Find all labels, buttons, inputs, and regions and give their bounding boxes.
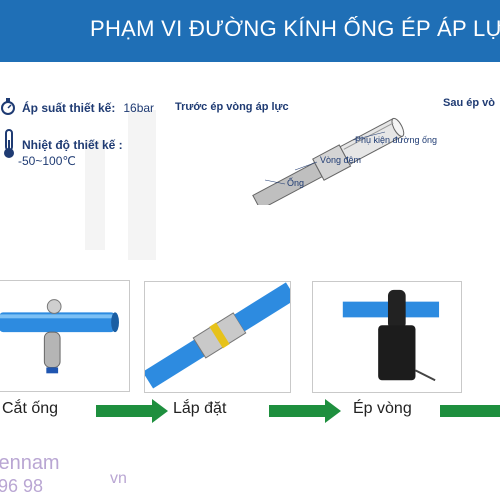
pressure-value: 16bar xyxy=(123,101,155,115)
callout-fitting: Phụ kiện đường ống xyxy=(355,135,437,145)
temperature-value: -50~100℃ xyxy=(18,154,76,168)
faint-background-pipe xyxy=(128,110,156,260)
pressure-label: Áp suất thiết kế: xyxy=(22,101,116,115)
before-crimp-title: Trước ép vòng áp lực xyxy=(175,101,289,113)
watermark-phone: 96 98 xyxy=(0,476,44,496)
thermometer-icon xyxy=(4,129,14,158)
temperature-label: Nhiệt độ thiết kế : xyxy=(22,138,123,152)
callout-pipe: Ống xyxy=(287,178,305,188)
arrow-right-icon xyxy=(96,399,168,423)
installation-photo xyxy=(144,281,291,393)
pressure-gauge-icon xyxy=(1,98,15,115)
pipe-cutting-photo xyxy=(0,280,130,392)
step-install: Lắp đặt xyxy=(173,400,227,417)
arrow-right-icon xyxy=(269,399,341,423)
after-crimp-title: Sau ép vò xyxy=(443,97,495,109)
step-crimp: Ép vòng xyxy=(353,400,412,417)
crimping-photo xyxy=(312,281,462,393)
design-pressure: Áp suất thiết kế: 16bar xyxy=(22,101,154,115)
callout-seal-ring: Vòng đệm xyxy=(320,155,362,165)
arrow-right-icon xyxy=(440,405,500,417)
page-title: PHẠM VI ĐƯỜNG KÍNH ỐNG ÉP ÁP LỰ xyxy=(90,16,500,41)
fitting-diagram xyxy=(252,117,405,205)
step-cut-pipe: Cắt ống xyxy=(2,400,59,417)
faint-background-pipe xyxy=(85,140,105,250)
header-banner: PHẠM VI ĐƯỜNG KÍNH ỐNG ÉP ÁP LỰ xyxy=(0,0,500,62)
watermark-brand: iennam xyxy=(0,452,60,474)
watermark-domain: vn xyxy=(110,470,127,487)
